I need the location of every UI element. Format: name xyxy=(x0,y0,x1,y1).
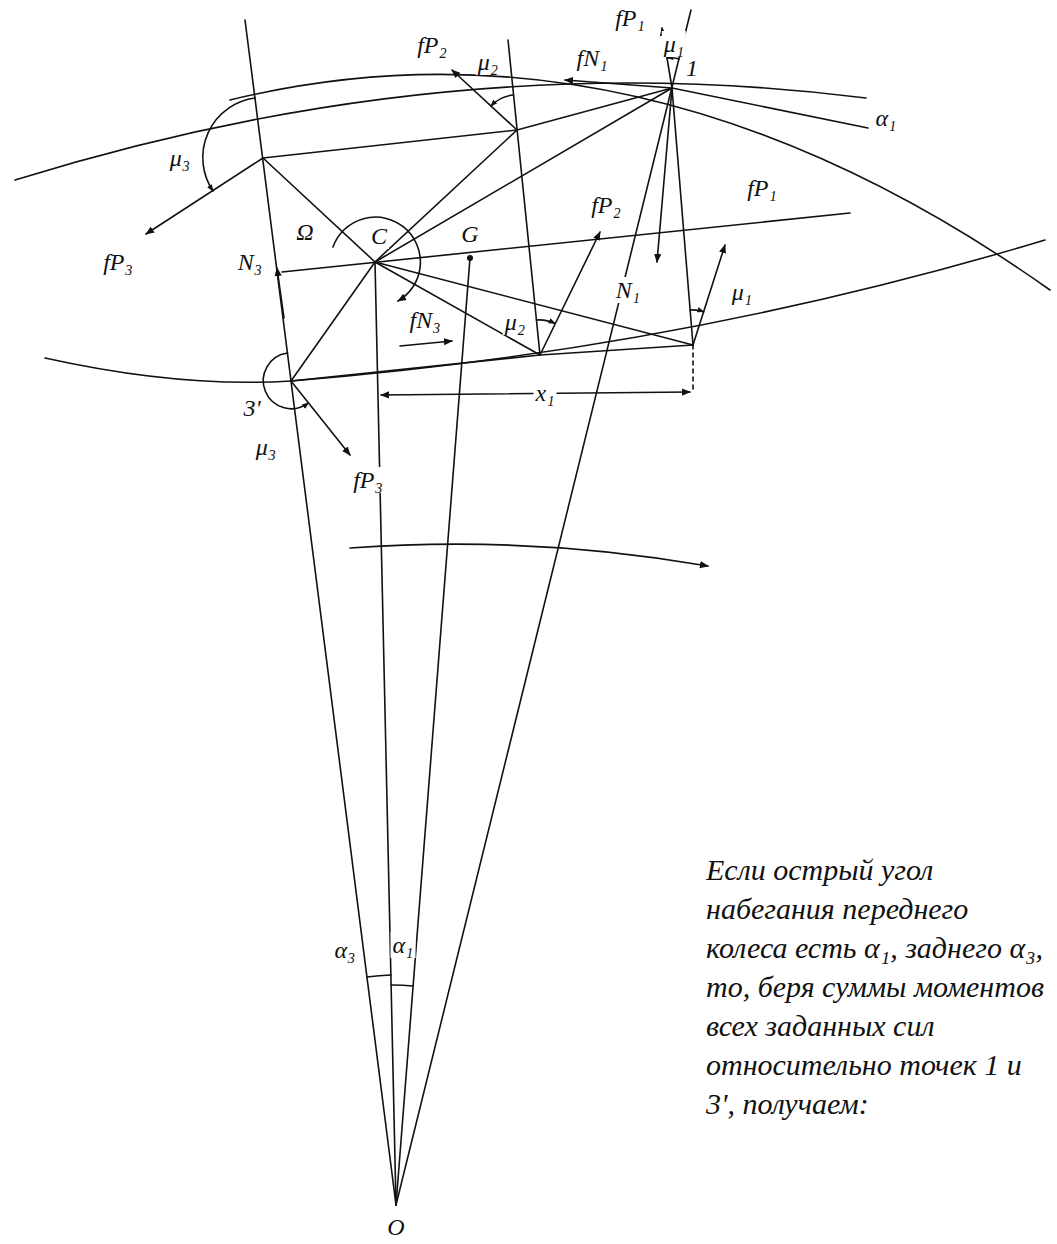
text-paragraph: Если острый угол набегания переднего кол… xyxy=(706,850,1046,1123)
diagonal-line xyxy=(375,130,517,262)
force-label: fP₁ xyxy=(745,175,779,201)
track-arc xyxy=(45,358,291,382)
force-label: fP₂ xyxy=(589,192,623,218)
angle-label: α₁ xyxy=(874,105,899,131)
radial-line xyxy=(396,10,691,1205)
diagonal-line xyxy=(291,262,375,381)
force-arrow xyxy=(400,341,452,346)
angle-label: μ₁ xyxy=(662,31,686,57)
centre-dot xyxy=(467,255,473,261)
moment-arc xyxy=(333,217,420,301)
force-label: fP₃ xyxy=(351,467,385,493)
point-label: C xyxy=(369,223,389,249)
force-arrow xyxy=(565,80,672,88)
construction-lines xyxy=(15,10,1050,1205)
angle-label: μ₃ xyxy=(254,434,278,460)
force-label: fP₂ xyxy=(415,32,449,58)
diagonal-line xyxy=(263,158,375,262)
track-arc xyxy=(230,74,1050,290)
radial-line xyxy=(245,20,396,1205)
angle-arc xyxy=(263,353,308,409)
force-arrow xyxy=(277,268,284,318)
wheel-line xyxy=(508,40,540,355)
angle-arc xyxy=(491,95,514,106)
force-label: fN₁ xyxy=(574,45,609,71)
force-arrow xyxy=(291,381,350,455)
wheel-line xyxy=(672,88,693,345)
diagonal-line xyxy=(375,262,540,355)
angle-arc xyxy=(667,58,679,59)
angle-label: μ₂ xyxy=(503,309,527,335)
angle-label: α₁ xyxy=(391,932,416,958)
point-label: 3' xyxy=(241,395,262,421)
point-label: G xyxy=(459,221,480,247)
dimension-label: x₁ xyxy=(534,380,557,406)
force-arrow xyxy=(452,70,517,130)
angle-arc xyxy=(367,975,391,977)
diagonal-line xyxy=(375,262,693,345)
angle-arc xyxy=(690,310,704,312)
radial-line xyxy=(375,262,396,1205)
moment-label: Ω xyxy=(294,219,315,245)
force-label: N₁ xyxy=(614,277,642,303)
force-arrows xyxy=(146,28,725,566)
force-arrow xyxy=(657,88,672,262)
track-arc xyxy=(15,83,866,180)
angle-label: μ₃ xyxy=(168,145,192,171)
radial-line xyxy=(396,258,470,1205)
track-arc xyxy=(291,240,1045,381)
angle-arc xyxy=(391,985,413,986)
force-arrow xyxy=(693,245,725,345)
angle-label: μ₂ xyxy=(476,49,500,75)
force-arrow xyxy=(540,232,600,355)
force-label: N₃ xyxy=(236,249,264,275)
axis-line xyxy=(282,213,850,272)
angle-label: μ₁ xyxy=(730,279,754,305)
point-label: 1 xyxy=(684,55,700,81)
body-edge xyxy=(291,345,693,381)
force-label: fP₁ xyxy=(613,5,647,31)
angle-arc xyxy=(537,320,556,324)
motion-arrow xyxy=(350,544,708,566)
body-edge xyxy=(263,88,672,158)
dashed-line xyxy=(692,345,694,392)
tangent-line xyxy=(672,88,868,128)
angle-arc xyxy=(203,98,255,191)
force-label: fP₃ xyxy=(101,249,135,275)
force-label: fN₃ xyxy=(407,307,442,333)
point-label: O xyxy=(385,1214,406,1240)
angle-label: α₃ xyxy=(333,937,358,963)
